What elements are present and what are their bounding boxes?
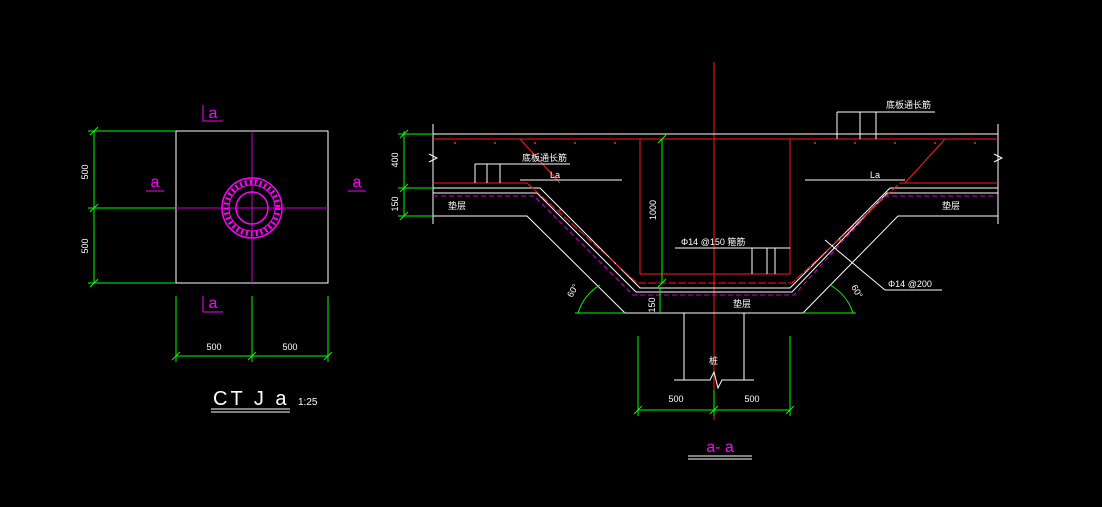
- label-rebar-slope: Φ14 @200: [888, 279, 932, 289]
- rebar-dots: [454, 142, 976, 269]
- pile-middle-circle: [228, 184, 276, 232]
- cushion-line-3: [433, 195, 998, 296]
- section-title: a- a: [706, 439, 734, 456]
- label-cushion-left: 垫层: [448, 200, 466, 211]
- cap-bottom-outline: [433, 215, 998, 314]
- label-cushion-bottom: 垫层: [733, 298, 751, 309]
- plan-view: 500 500 500 500 a a a a CT J a 1:25: [80, 105, 366, 413]
- pile-inner-circle: [235, 191, 269, 225]
- break-mark-right: [993, 153, 1004, 163]
- cushion-line-2: [433, 192, 998, 293]
- cushion-top-line: [433, 187, 998, 289]
- label-top-rebar-right: 底板通长筋: [886, 99, 931, 110]
- section-view: La La 底板通长筋 底板通长筋 Φ14 @150 箍筋 Φ14 @200 垫…: [390, 62, 1004, 460]
- diag-rebar-left: [519, 138, 561, 184]
- stirrup-cage: [639, 138, 791, 275]
- diag-rebar-right: [904, 138, 946, 184]
- section-angle-right: 60°: [849, 283, 865, 300]
- angle-arc-left: [577, 284, 601, 314]
- plan-title: CT J a: [213, 388, 290, 410]
- label-la-left: La: [550, 170, 560, 180]
- label-stirrup: Φ14 @150 箍筋: [681, 236, 745, 247]
- section-mark-right: a: [353, 174, 362, 191]
- label-top-rebar-left: 底板通长筋: [522, 152, 567, 163]
- break-mark-left: [428, 153, 439, 163]
- plan-dim-left-bottom: 500: [80, 238, 90, 253]
- pile-break-line: [674, 370, 754, 390]
- label-pile: 桩: [709, 355, 718, 366]
- plan-dim-bottom-right: 500: [282, 342, 297, 352]
- section-angle-left: 60°: [565, 282, 581, 299]
- section-dim-pile-left: 500: [668, 394, 683, 404]
- section-mark-bottom: a: [209, 295, 218, 312]
- plan-dim-left-top: 500: [80, 164, 90, 179]
- label-cushion-right: 垫层: [942, 200, 960, 211]
- section-mark-top: a: [209, 105, 218, 122]
- pile-hatch-ring: [223, 179, 281, 237]
- label-la-right: La: [870, 170, 880, 180]
- section-dim-slab: 400: [390, 152, 400, 167]
- section-dim-bottom-cushion: 150: [647, 297, 657, 312]
- section-mark-left: a: [151, 174, 160, 191]
- section-dim-cushion: 150: [390, 196, 400, 211]
- angle-arc-right: [829, 284, 854, 314]
- section-dim-depth: 1000: [648, 200, 658, 220]
- slope-rebar: [526, 182, 901, 284]
- section-dim-pile-right: 500: [744, 394, 759, 404]
- plan-dim-bottom-left: 500: [206, 342, 221, 352]
- plan-scale: 1:25: [298, 397, 318, 408]
- pile-outer-circle: [221, 177, 283, 239]
